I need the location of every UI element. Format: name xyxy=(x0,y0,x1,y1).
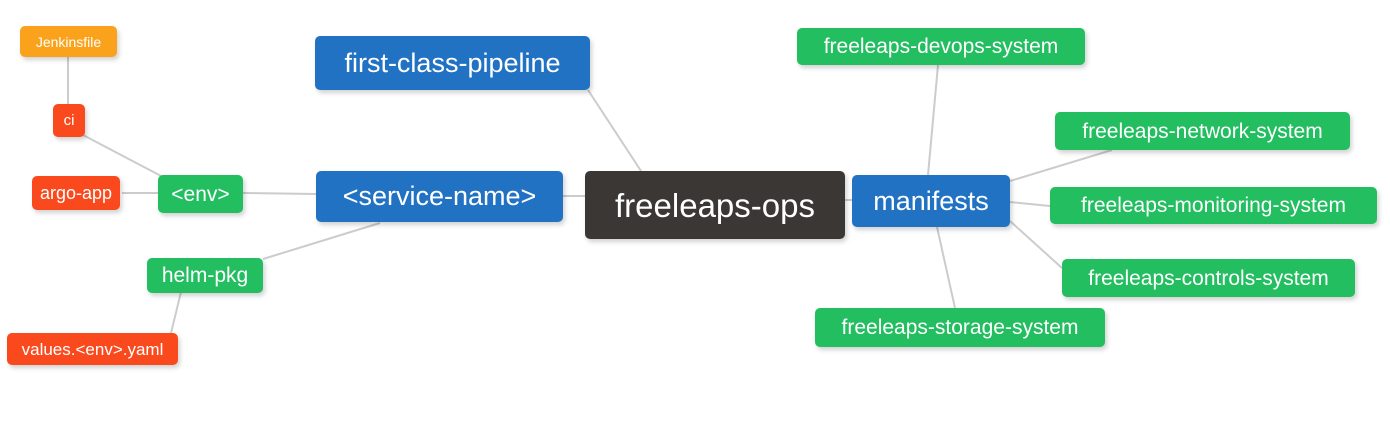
connector-manifests-network xyxy=(1009,149,1113,182)
node-service-name[interactable]: <service-name> xyxy=(316,171,563,222)
node-freeleaps-ops[interactable]: freeleaps-ops xyxy=(585,171,845,239)
connector-manifests-storage xyxy=(936,226,956,309)
node-ci[interactable]: ci xyxy=(53,104,85,137)
node-freeleaps-monitoring-system[interactable]: freeleaps-monitoring-system xyxy=(1050,187,1377,224)
node-env[interactable]: <env> xyxy=(158,175,243,213)
connector-env-service-name xyxy=(242,192,317,195)
node-first-class-pipeline[interactable]: first-class-pipeline xyxy=(315,36,590,90)
connector-ci-env xyxy=(82,134,164,178)
node-helm-pkg[interactable]: helm-pkg xyxy=(147,258,263,293)
node-values-env-yaml[interactable]: values.<env>.yaml xyxy=(7,333,178,365)
node-argo-app[interactable]: argo-app xyxy=(32,176,120,210)
node-freeleaps-devops-system[interactable]: freeleaps-devops-system xyxy=(797,28,1085,65)
connector-pipeline-ops xyxy=(587,89,642,172)
node-freeleaps-controls-system[interactable]: freeleaps-controls-system xyxy=(1062,259,1355,297)
node-manifests[interactable]: manifests xyxy=(852,175,1010,227)
node-jenkinsfile[interactable]: Jenkinsfile xyxy=(20,26,117,57)
connector-helm-pkg-service-name xyxy=(262,222,381,260)
connector-manifests-monitoring xyxy=(1009,201,1051,207)
connector-manifests-controls xyxy=(1009,220,1063,269)
connector-values-helm-pkg xyxy=(170,291,182,334)
connector-manifests-devops xyxy=(927,64,939,176)
node-freeleaps-network-system[interactable]: freeleaps-network-system xyxy=(1055,112,1350,150)
node-freeleaps-storage-system[interactable]: freeleaps-storage-system xyxy=(815,308,1105,347)
